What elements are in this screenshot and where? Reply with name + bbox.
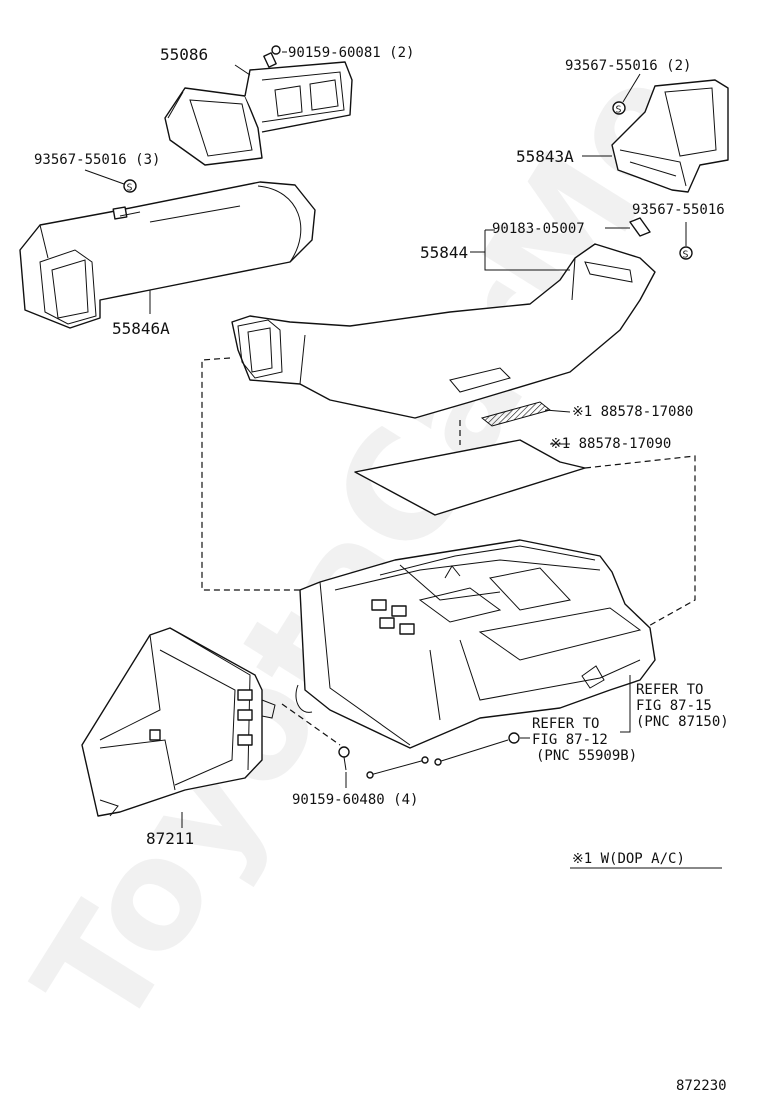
clip-90183-05007 [629,217,651,237]
label-90159-60081: 90159-60081 (2) [288,45,414,61]
label-refer-fig-87-12-line3: (PNC 55909B) [536,748,637,764]
part-55086-duct [164,61,353,166]
svg-text:S: S [683,250,689,261]
label-93567-55016-3: 93567-55016 (3) [34,152,160,168]
screw-icon: S [679,246,693,261]
part-main-unit [295,539,656,749]
label-55846A: 55846A [112,319,170,338]
label-refer-fig-87-15-line1: REFER TO [636,682,703,698]
sheet-88578-17090 [354,439,586,516]
screw-icon: S [123,179,137,194]
dashed-bolt-line [281,703,341,746]
part-55843A-duct [611,79,729,193]
label-90183-05007: 90183-05007 [492,221,585,237]
label-55844: 55844 [420,243,468,262]
label-refer-fig-87-15-line2: FIG 87-15 [636,698,712,714]
label-88578-17080: ※1 88578-17080 [572,404,693,420]
watermark: ToyotaCarMe [3,38,731,1059]
part-55846A-duct [19,181,316,329]
screw-icon: S [612,101,626,116]
dashed-frame [201,357,696,629]
note-dop-ac: ※1 W(DOP A/C) [572,851,685,867]
label-93567-55016-2: 93567-55016 (2) [565,58,691,74]
svg-text:S: S [616,105,622,116]
label-87211: 87211 [146,829,194,848]
label-55086: 55086 [160,45,208,64]
label-refer-fig-87-12-line2: FIG 87-12 [532,732,608,748]
label-88578-17090: ※1 88578-17090 [550,436,671,452]
label-refer-fig-87-12-line1: REFER TO [532,716,599,732]
actuator-rods [366,732,520,779]
label-93567-55016: 93567-55016 [632,202,725,218]
part-55844-duct [231,243,656,419]
label-90159-60480: 90159-60480 (4) [292,792,418,808]
leader-lines [84,51,722,869]
bolt-90159-60480 [338,746,350,771]
label-55843A: 55843A [516,147,574,166]
part-87211-duct [81,627,276,817]
clip-90159-60081 [263,45,281,68]
label-refer-fig-87-15-line3: (PNC 87150) [636,714,729,730]
svg-text:S: S [127,183,133,194]
diagram-number: 872230 [676,1078,727,1094]
